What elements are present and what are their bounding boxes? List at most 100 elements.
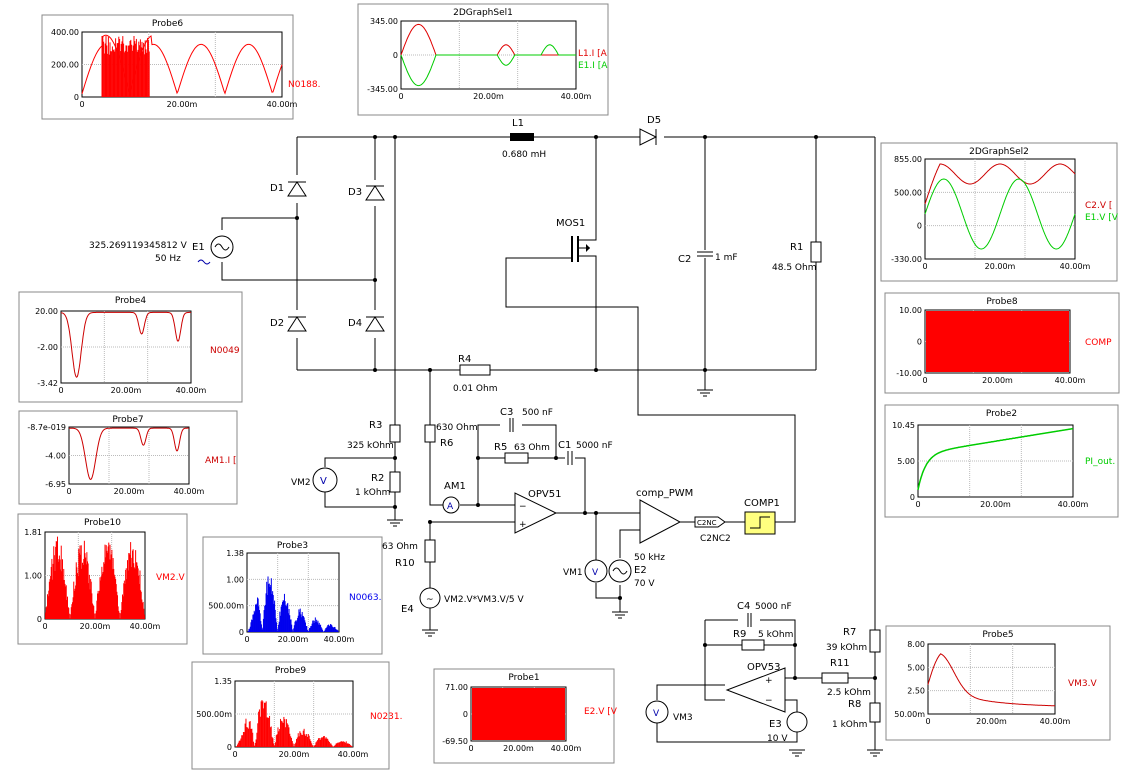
opamp-OPV51[interactable]: − + OPV51 xyxy=(515,489,561,533)
svg-text:~: ~ xyxy=(426,595,434,605)
diode-D4[interactable]: D4 xyxy=(348,317,384,331)
y-tick-label: -4.00 xyxy=(45,452,66,461)
y-tick-label: 2.50 xyxy=(907,687,925,696)
ammeter-AM1[interactable]: A AM1 xyxy=(443,481,466,513)
voltmeter-VM1[interactable]: V VM1 xyxy=(563,560,607,582)
x-tick-label: 40.00m xyxy=(176,386,207,395)
svg-text:V: V xyxy=(592,568,599,578)
capacitor-C3[interactable]: C3 500 nF xyxy=(500,407,553,432)
y-tick-label: 1.81 xyxy=(24,528,42,537)
D3-label: D3 xyxy=(348,187,362,198)
probe-window-graph2[interactable]: 2DGraphSel2855.00500.000-330.00020.00m40… xyxy=(881,143,1119,281)
diode-D3[interactable]: D3 xyxy=(348,186,384,200)
R11-label: R11 xyxy=(830,658,850,669)
E3-value: 10 V xyxy=(767,734,788,744)
source-E1[interactable]: E1 325.269119345812 V 50 Hz xyxy=(89,236,233,264)
x-tick-label: 0 xyxy=(232,750,237,759)
E1-amplitude: 325.269119345812 V xyxy=(89,241,188,251)
legend-entry: AM1.I [ xyxy=(205,456,237,466)
E4-label: E4 xyxy=(401,604,414,615)
x-tick-label: 0 xyxy=(468,744,473,753)
C2NC2-label: C2NC2 xyxy=(700,534,731,544)
voltmeter-VM2[interactable]: V VM2 xyxy=(291,468,337,492)
R1-value: 48.5 Ohm xyxy=(772,263,816,273)
comparator-comp_PWM[interactable]: comp_PWM xyxy=(636,488,693,543)
converter-C2NC2[interactable]: C2NC C2NC2 xyxy=(695,517,731,544)
resistor-R3[interactable]: R3 325 kOhm xyxy=(347,420,400,451)
capacitor-C4[interactable]: C4 5000 nF xyxy=(737,601,792,627)
probe-window-probe7[interactable]: Probe7-8.7e-019-4.00-6.95020.00m40.00mAM… xyxy=(19,411,237,504)
x-tick-label: 40.00m xyxy=(1055,376,1086,385)
probe-title: Probe6 xyxy=(152,19,184,29)
D4-label: D4 xyxy=(348,318,362,329)
x-tick-label: 0 xyxy=(922,376,927,385)
x-tick-label: 40.00m xyxy=(130,622,161,631)
source-E4[interactable]: ~ E4 VM2.V*VM3.V/5 V xyxy=(401,588,524,615)
probe-title: Probe2 xyxy=(986,409,1017,419)
y-tick-label: 71.00 xyxy=(445,683,468,692)
R8-label: R8 xyxy=(848,699,861,710)
resistor-R1[interactable]: R1 48.5 Ohm xyxy=(772,242,821,273)
legend-entry: E1.I [A xyxy=(578,61,608,71)
inductor-L1[interactable]: L1 0.680 mH xyxy=(502,118,546,160)
resistor-R7[interactable]: R7 39 kOhm xyxy=(826,627,880,653)
opamp-OPV53[interactable]: + − OPV53 xyxy=(727,662,785,712)
x-tick-label: 20.00m xyxy=(980,500,1011,509)
C2-label: C2 xyxy=(678,254,691,265)
resistor-R8[interactable]: R8 1 kOhm xyxy=(832,699,880,730)
VM3-label: VM3 xyxy=(673,713,693,723)
source-E2[interactable]: 50 kHz E2 70 V xyxy=(609,553,665,589)
resistor-R10[interactable]: 63 Ohm R10 xyxy=(382,540,435,569)
diode-D5[interactable]: D5 xyxy=(640,115,661,145)
y-tick-label: -2.00 xyxy=(37,343,58,352)
comp-PWM-label: comp_PWM xyxy=(636,488,693,499)
R7-label: R7 xyxy=(843,627,856,638)
x-tick-label: 20.00m xyxy=(503,744,534,753)
source-E3[interactable]: E3 10 V xyxy=(767,712,807,744)
E3-label: E3 xyxy=(769,719,782,730)
y-tick-label: 200.00 xyxy=(51,61,79,70)
x-tick-label: 0 xyxy=(922,262,927,271)
y-tick-label: 0 xyxy=(37,615,42,624)
probe-window-probe3[interactable]: Probe31.381.00500.00m0020.00m40.00mN0063… xyxy=(203,537,382,654)
VM1-label: VM1 xyxy=(563,568,583,578)
probe-title: Probe8 xyxy=(986,297,1018,307)
probe-window-probe6[interactable]: Probe6400.00200.000020.00m40.00mN0188. xyxy=(42,15,321,119)
probe-window-probe1[interactable]: Probe171.000-69.50020.00m40.00mE2.V [V xyxy=(434,669,618,763)
diode-D2[interactable]: D2 xyxy=(270,317,306,331)
MOS1-label: MOS1 xyxy=(556,218,585,229)
resistor-R4[interactable]: R4 0.01 Ohm xyxy=(453,354,497,394)
probe-window-probe10[interactable]: Probe101.811.000020.00m40.00mVM2.V xyxy=(18,514,187,644)
probe-window-probe2[interactable]: Probe210.455.000020.00m40.00mPI_out. xyxy=(885,405,1118,517)
y-tick-label: 50.00m xyxy=(894,710,925,719)
legend-entry: N0231. xyxy=(370,712,403,722)
y-tick-label: 0 xyxy=(239,628,244,637)
resistor-R2[interactable]: R2 1 kOhm xyxy=(355,472,400,498)
comparator-COMP1[interactable]: COMP1 xyxy=(744,498,780,534)
resistor-R9[interactable]: R9 5 kOhm xyxy=(733,629,793,650)
probe-window-probe9[interactable]: Probe91.35500.00m0020.00m40.00mN0231. xyxy=(192,662,403,769)
resistor-R5[interactable]: R5 63 Ohm xyxy=(494,442,550,463)
E2-frequency: 50 kHz xyxy=(634,553,665,563)
probe-window-probe4[interactable]: Probe420.00-2.00-3.42020.00m40.00mN0049 xyxy=(19,292,242,402)
probe-title: Probe7 xyxy=(112,415,143,425)
capacitor-C2[interactable]: C2 1 mF xyxy=(678,252,738,265)
y-tick-label: 855.00 xyxy=(894,155,922,164)
svg-text:+: + xyxy=(765,676,773,686)
x-tick-label: 40.00m xyxy=(1040,717,1071,726)
diode-D1[interactable]: D1 xyxy=(270,182,306,196)
plot-area xyxy=(918,425,1073,497)
y-tick-label: 500.00m xyxy=(196,710,232,719)
R8-value: 1 kOhm xyxy=(832,720,867,730)
probe-title: Probe10 xyxy=(84,518,121,528)
probe-window-probe5[interactable]: Probe58.005.002.5050.00m020.00m40.00mVM3… xyxy=(886,626,1110,740)
D5-label: D5 xyxy=(647,115,661,126)
resistor-R6[interactable]: 630 Ohm R6 xyxy=(425,423,478,449)
y-tick-label: -69.50 xyxy=(442,737,468,746)
probe-window-graph1[interactable]: 2DGraphSel1345.000-345.00020.00m40.00mL1… xyxy=(358,4,608,115)
C4-label: C4 xyxy=(737,601,750,612)
mosfet-MOS1[interactable]: MOS1 xyxy=(556,218,596,262)
probe-window-probe8[interactable]: Probe810.000-10.00020.00m40.00mCOMP xyxy=(885,293,1119,393)
voltmeter-VM3[interactable]: V VM3 xyxy=(646,701,693,723)
